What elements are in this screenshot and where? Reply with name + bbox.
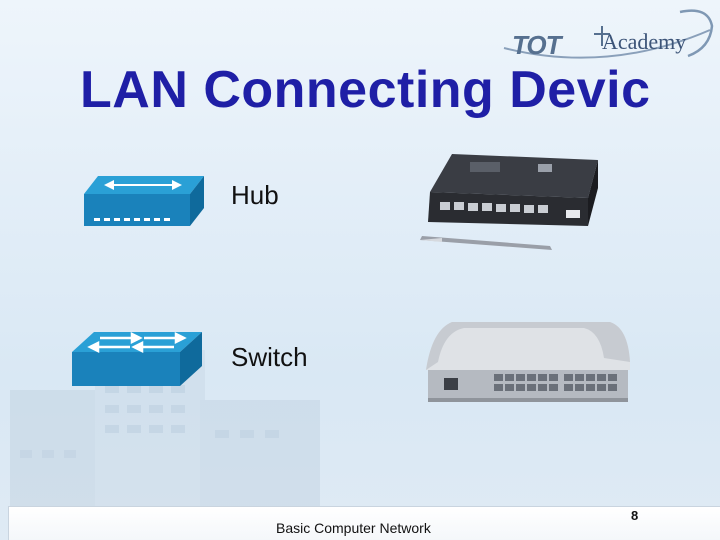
page-number: 8 [631, 508, 639, 523]
footer-bar [8, 506, 720, 540]
logo-text: Academy [602, 29, 687, 54]
switch-photo [426, 322, 630, 402]
switch-label: Switch [231, 342, 308, 372]
academy-logo: TOT Academy [498, 4, 720, 68]
switch-icon [72, 331, 202, 386]
logo-mark: TOT [512, 30, 562, 60]
hub-photo [420, 154, 598, 250]
slide-title: LAN Connecting Devic [80, 61, 651, 119]
footer-text: Basic Computer Network [276, 520, 431, 536]
hub-label: Hub [231, 180, 279, 210]
hub-icon [84, 176, 204, 226]
